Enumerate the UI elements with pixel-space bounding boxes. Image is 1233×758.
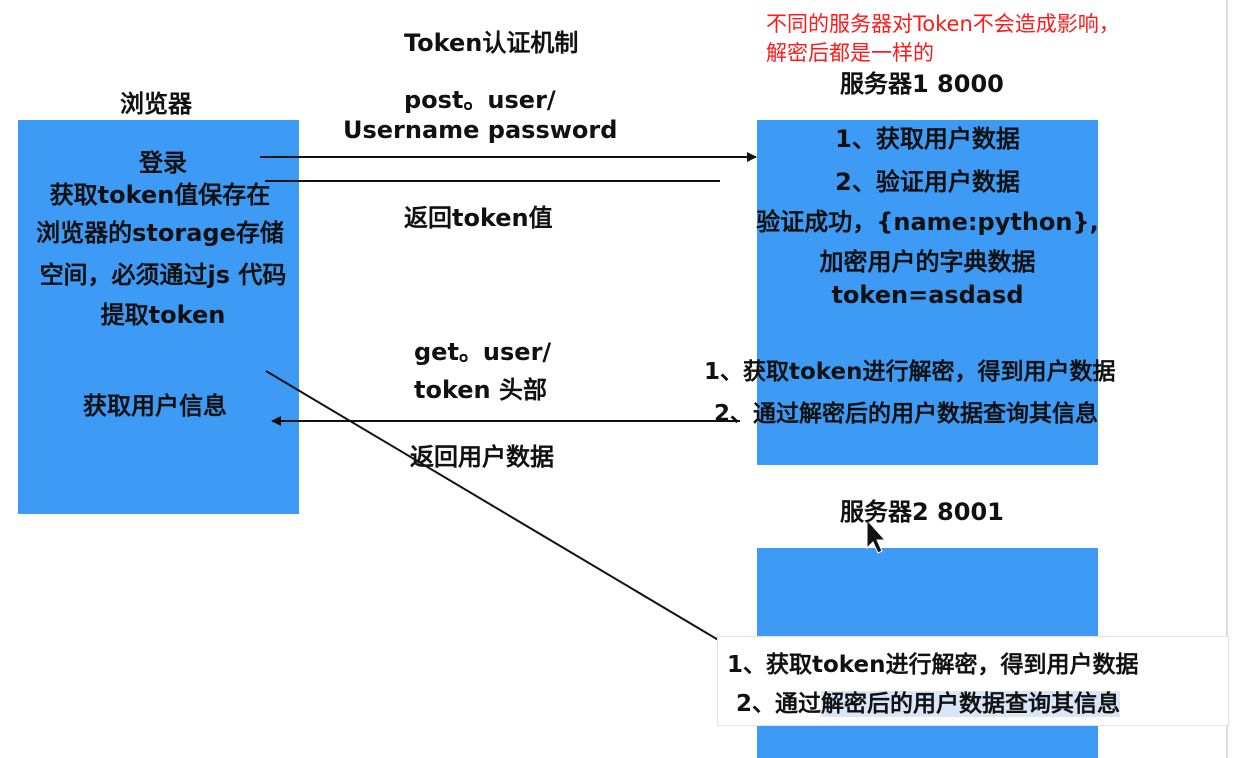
get-arrow-to-server2 [265,370,753,661]
server1-label: 服务器1 8000 [840,70,1004,98]
browser-login: 登录 [139,149,187,177]
server2-selected-text[interactable]: 解密后的用户数据查询其信息 [821,691,1121,717]
server1-line: 验证成功，{name:python}, [756,208,1099,236]
return-user-label: 返回用户数据 [410,443,554,471]
server1-line: 加密用户的字典数据 [819,248,1036,276]
server1-line: 2、验证用户数据 [835,168,1020,196]
get-label-line-1: get。user/ [414,338,552,366]
server2-line-2-prefix: 2、通过 [736,691,822,717]
mouse-cursor-icon [866,518,887,554]
note-line-2: 解密后都是一样的 [766,41,934,65]
browser-store-line: 浏览器的storage存储 [36,219,284,247]
post-label-line-2: Username password [343,116,618,144]
server1-line: token=asdasd [831,281,1024,309]
window-edge [1226,0,1228,758]
browser-label: 浏览器 [120,90,192,118]
server2-label: 服务器2 8001 [840,498,1004,526]
note-line-1: 不同的服务器对Token不会造成影响， [766,12,1120,36]
browser-box [18,120,299,514]
server1-decode-line: 2、通过解密后的用户数据查询其信息 [714,401,1099,427]
diagram-title: Token认证机制 [404,29,579,57]
browser-store-line: 空间，必须通过js 代码 [39,261,287,289]
browser-store-line: 提取token [100,301,226,329]
post-label-line-1: post。user/ [404,86,556,114]
browser-get-info: 获取用户信息 [83,392,227,420]
server1-line: 1、获取用户数据 [835,125,1020,153]
server1-box [757,120,1098,465]
server2-line-2: 2、通过解密后的用户数据查询其信息 [736,684,1121,718]
return-token-label: 返回token值 [404,204,553,232]
get-label-line-2: token 头部 [414,376,547,404]
server1-decode-line: 1、获取token进行解密，得到用户数据 [704,359,1116,385]
server2-line-1: 1、获取token进行解密，得到用户数据 [727,652,1139,678]
browser-store-line: 获取token值保存在 [49,181,271,209]
